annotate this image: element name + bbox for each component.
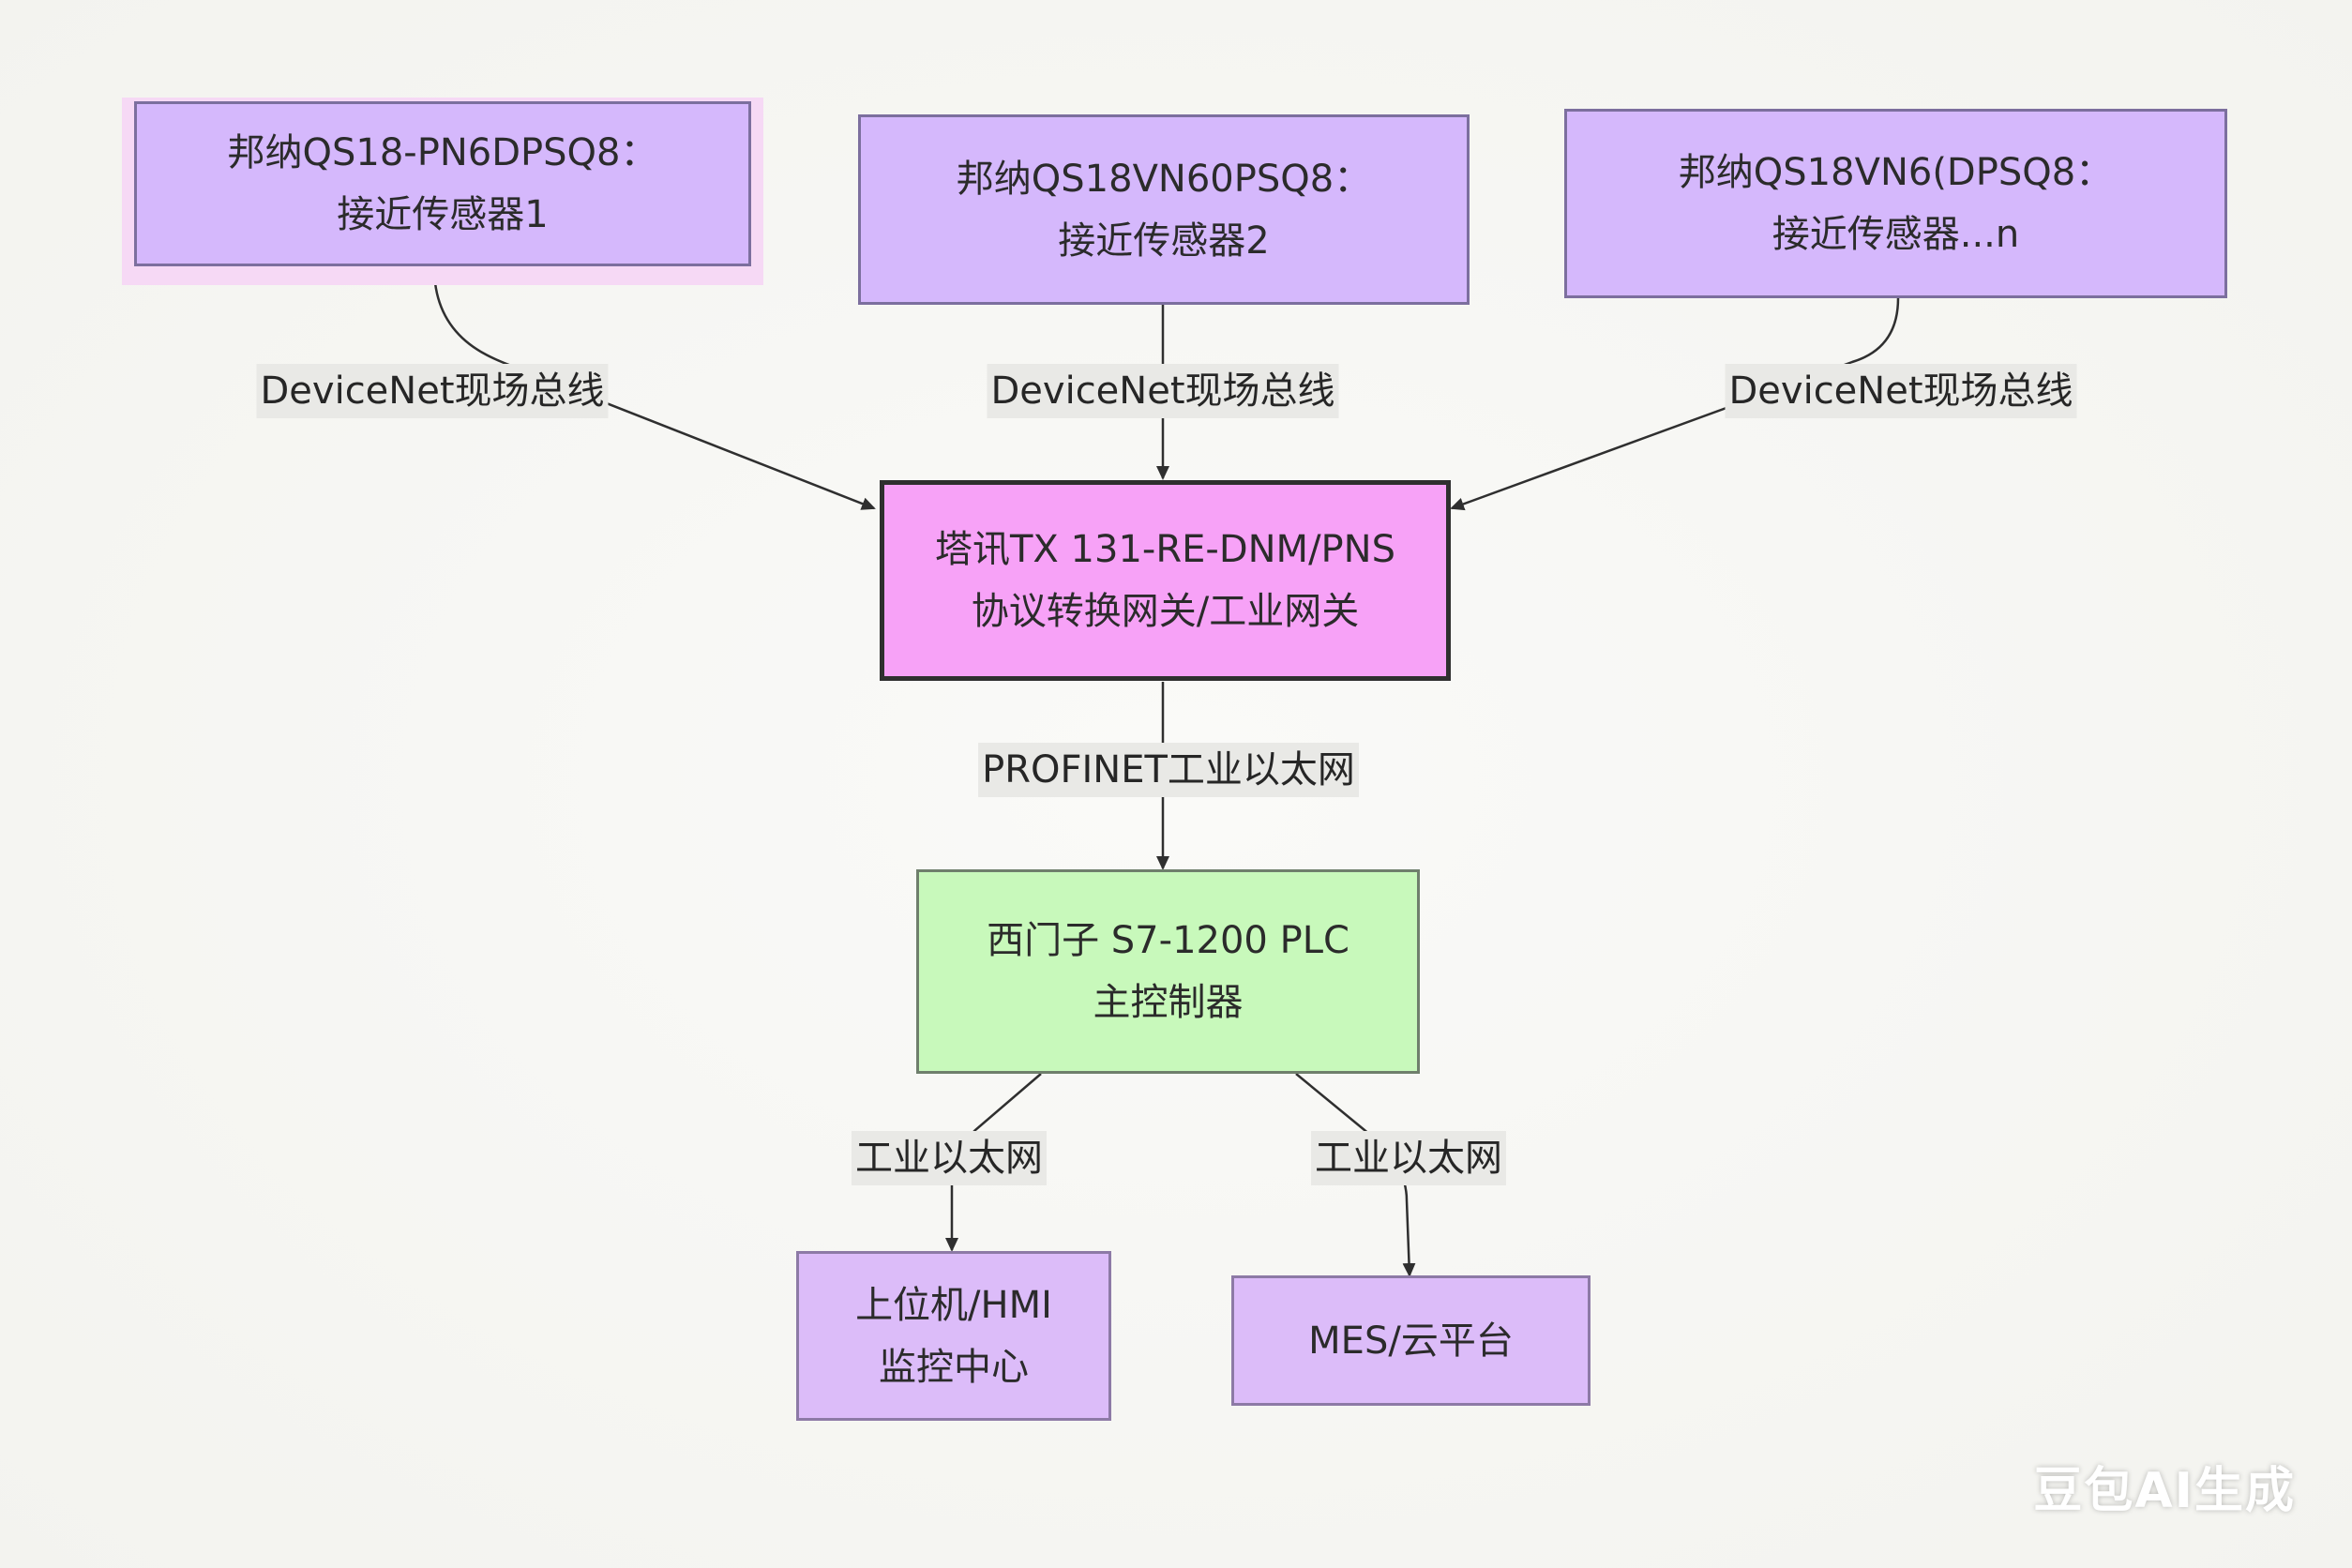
edge-label-sensor2: DeviceNet现场总线 (987, 364, 1339, 418)
mes-node[interactable]: MES/云平台 (1231, 1275, 1591, 1406)
hmi-node-line1: 上位机/HMI (855, 1283, 1052, 1327)
sensor-node-2-line2: 接近传感器2 (1058, 219, 1270, 263)
plc-node[interactable]: 西门子 S7-1200 PLC 主控制器 (916, 869, 1420, 1074)
plc-node-line2: 主控制器 (1093, 981, 1244, 1024)
edge-sensorN-gateway (1450, 297, 1900, 511)
mes-node-line1: MES/云平台 (1308, 1319, 1514, 1363)
sensor-node-1-line2: 接近传感器1 (337, 193, 549, 236)
edge-label-plc-mes: 工业以太网 (1311, 1131, 1506, 1185)
sensor-node-1-line1: 邦纳QS18-PN6DPSQ8： (227, 131, 658, 174)
sensor-node-n-line1: 邦纳QS18VN6(DPSQ8： (1678, 151, 2114, 194)
edge-label-sensor1: DeviceNet现场总线 (256, 364, 609, 418)
edge-label-plc-hmi: 工业以太网 (852, 1131, 1047, 1185)
edge-label-sensorN: DeviceNet现场总线 (1725, 364, 2077, 418)
plc-node-line1: 西门子 S7-1200 PLC (987, 919, 1349, 962)
sensor-node-2-line1: 邦纳QS18VN60PSQ8： (956, 157, 1372, 201)
gateway-node-line1: 塔讯TX 131-RE-DNM/PNS (935, 528, 1395, 571)
watermark: 豆包AI生成 (2033, 1463, 2296, 1519)
hmi-node[interactable]: 上位机/HMI 监控中心 (796, 1251, 1111, 1421)
gateway-node[interactable]: 塔讯TX 131-RE-DNM/PNS 协议转换网关/工业网关 (880, 480, 1451, 681)
sensor-node-n[interactable]: 邦纳QS18VN6(DPSQ8： 接近传感器...n (1564, 109, 2227, 298)
hmi-node-line2: 监控中心 (879, 1345, 1029, 1389)
sensor-node-1[interactable]: 邦纳QS18-PN6DPSQ8： 接近传感器1 (134, 101, 751, 266)
sensor-node-2[interactable]: 邦纳QS18VN60PSQ8： 接近传感器2 (858, 114, 1470, 305)
edge-label-gateway-plc: PROFINET工业以太网 (978, 743, 1359, 797)
sensor-node-n-line2: 接近传感器...n (1772, 213, 2020, 256)
gateway-node-line2: 协议转换网关/工业网关 (971, 590, 1360, 633)
